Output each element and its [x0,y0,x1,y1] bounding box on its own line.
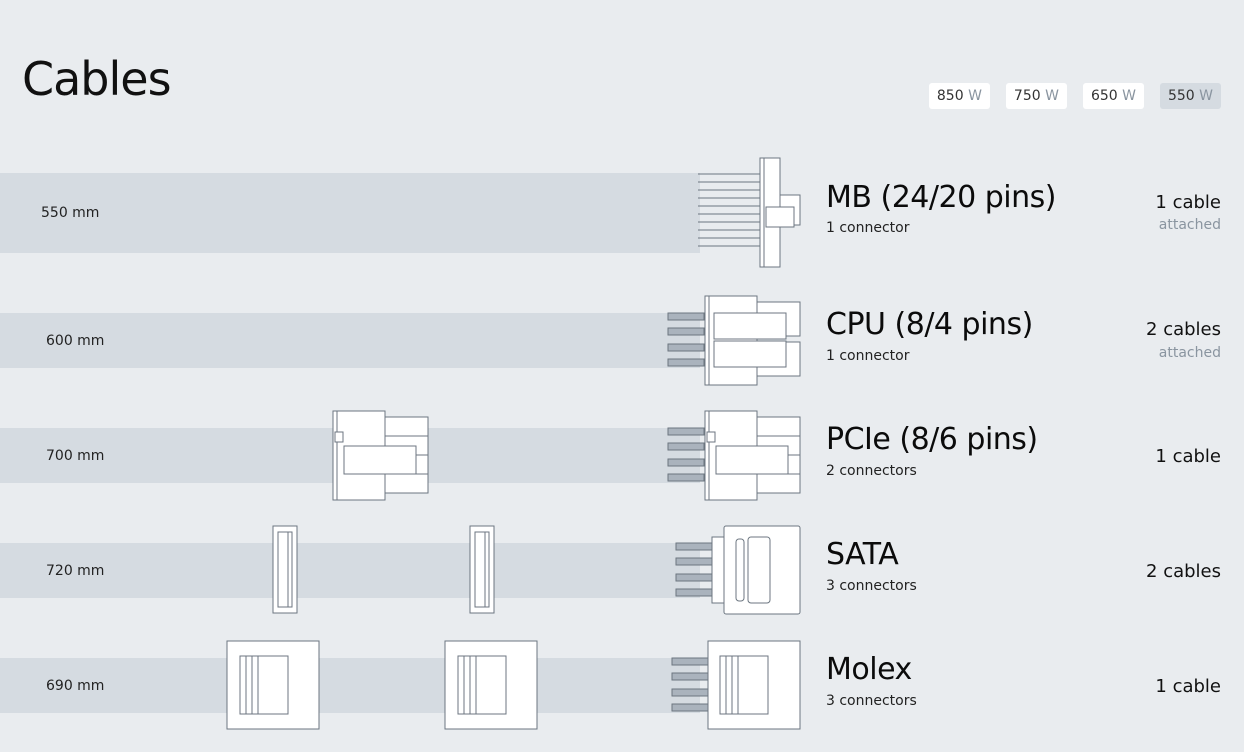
cpu-8pin-connector-icon [667,295,801,386]
mb-24pin-connector-icon [698,157,801,268]
molex-inline-connector-icon [226,640,320,730]
tab-850w[interactable]: 850 W [928,83,990,109]
cable-name: Molex [826,652,912,687]
cable-length: 600 mm [46,333,105,349]
cable-count: 1 cable [1155,676,1221,697]
cable-band [0,173,700,253]
pcie-8pin-connector-icon [667,410,801,501]
cable-count: 2 cables [1146,319,1221,340]
connector-count: 1 connector [826,220,910,236]
cable-length: 690 mm [46,678,105,694]
cable-band [0,543,700,598]
cable-count: 1 cable [1155,192,1221,213]
molex-inline-connector-icon [444,640,538,730]
sata-end-connector-icon [675,525,801,615]
connector-count: 2 connectors [826,463,917,479]
connector-count: 3 connectors [826,693,917,709]
cable-length: 720 mm [46,563,105,579]
tab-550w[interactable]: 550 W [1159,83,1221,109]
cable-count: 2 cables [1146,561,1221,582]
tab-650w-unit: W [1122,88,1136,104]
cable-band [0,658,700,713]
cable-count: 1 cable [1155,446,1221,467]
cable-length: 550 mm [41,205,100,221]
wattage-tabs: 850 W 750 W 650 W 550 W [928,83,1221,109]
cable-name: CPU (8/4 pins) [826,307,1033,342]
tab-850w-value: 850 [936,88,964,104]
tab-750w[interactable]: 750 W [1005,83,1067,109]
tab-550w-value: 550 [1167,88,1195,104]
connector-count: 3 connectors [826,578,917,594]
molex-end-connector-icon [671,640,801,730]
tab-550w-unit: W [1199,88,1213,104]
tab-850w-unit: W [968,88,982,104]
tab-750w-unit: W [1045,88,1059,104]
cable-name: SATA [826,537,899,572]
page-title: Cables [22,52,172,106]
sata-inline-connector-icon [272,525,298,614]
tab-650w[interactable]: 650 W [1082,83,1144,109]
attached-label: attached [1158,217,1221,233]
pcie-8pin-connector-icon [332,410,429,501]
sata-inline-connector-icon [469,525,495,614]
attached-label: attached [1158,345,1221,361]
cable-band [0,313,700,368]
cable-name: PCIe (8/6 pins) [826,422,1038,457]
connector-count: 1 connector [826,348,910,364]
cable-length: 700 mm [46,448,105,464]
tab-750w-value: 750 [1013,88,1041,104]
cable-name: MB (24/20 pins) [826,180,1056,215]
tab-650w-value: 650 [1090,88,1118,104]
